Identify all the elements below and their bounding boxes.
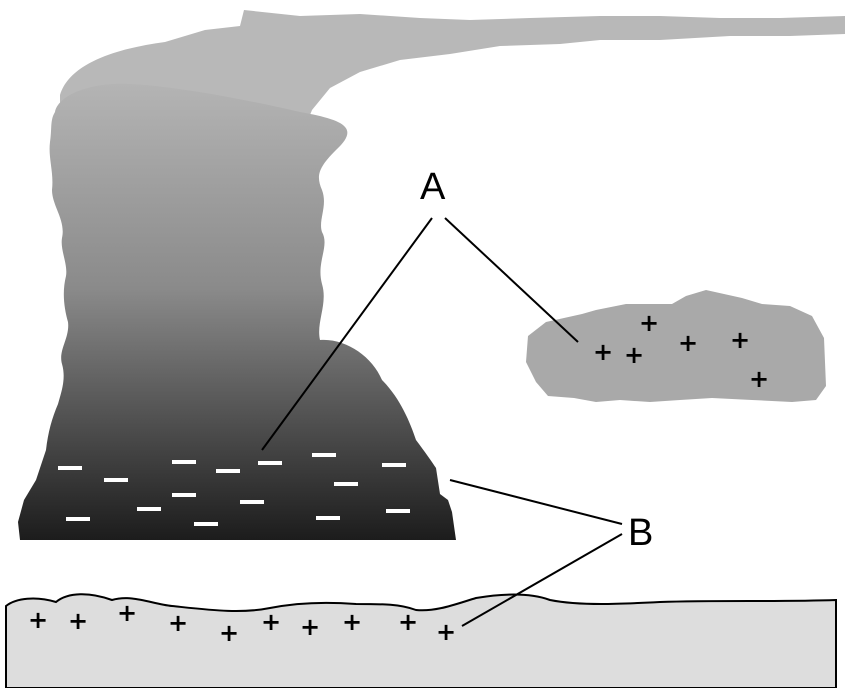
positive-charge: + — [342, 608, 362, 636]
negative-charge — [240, 500, 264, 504]
leader-line-a-to-small-cloud — [444, 217, 579, 343]
positive-charge: + — [68, 607, 88, 635]
positive-charge: + — [730, 326, 750, 354]
positive-charge: + — [219, 619, 239, 647]
positive-charge: + — [639, 309, 659, 337]
small-cloud — [526, 290, 826, 402]
negative-charge — [172, 493, 196, 497]
negative-charge — [137, 507, 161, 511]
positive-charge: + — [398, 608, 418, 636]
positive-charge: + — [117, 599, 137, 627]
negative-charges — [58, 453, 410, 526]
positive-charge: + — [678, 329, 698, 357]
ground-positive-charges: + + + + + + + + + + — [28, 599, 456, 647]
cloud-tower — [18, 83, 456, 540]
negative-charge — [172, 460, 196, 464]
leader-line-b-to-cloud-edge — [449, 479, 623, 525]
negative-charge — [194, 522, 218, 526]
positive-charge: + — [593, 338, 613, 366]
positive-charge: + — [749, 365, 769, 393]
positive-charge: + — [168, 609, 188, 637]
negative-charge — [316, 516, 340, 520]
negative-charge — [386, 509, 410, 513]
leader-line-b-to-ground — [461, 533, 623, 627]
negative-charge — [312, 453, 336, 457]
label-b: B — [628, 512, 653, 554]
ground — [5, 593, 837, 688]
negative-charge — [334, 482, 358, 486]
label-a: A — [420, 166, 446, 208]
cloud-positive-charges: + + + + + + — [593, 309, 769, 393]
negative-charge — [58, 466, 82, 470]
positive-charge: + — [28, 606, 48, 634]
positive-charge: + — [436, 618, 456, 646]
leader-line-a-to-cloud-base — [261, 217, 433, 451]
negative-charge — [382, 463, 406, 467]
negative-charge — [216, 469, 240, 473]
leader-lines — [261, 217, 623, 627]
positive-charge: + — [300, 613, 320, 641]
negative-charge — [258, 461, 282, 465]
positive-charge: + — [261, 608, 281, 636]
negative-charge — [104, 478, 128, 482]
positive-charge: + — [624, 341, 644, 369]
negative-charge — [66, 517, 90, 521]
